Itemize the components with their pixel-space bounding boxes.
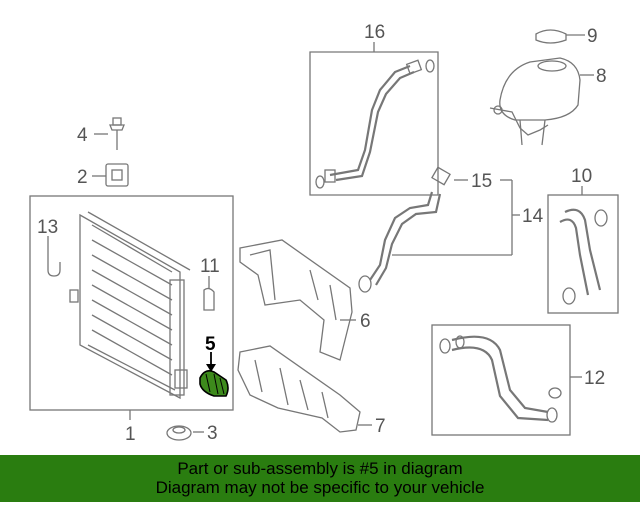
part-1-radiator-group[interactable]: [29, 195, 234, 420]
callout-12: 12: [584, 368, 605, 389]
callout-2: 2: [77, 167, 88, 188]
part-9-cap[interactable]: [535, 29, 585, 44]
callout-11: 11: [200, 256, 220, 277]
part-8-reservoir[interactable]: [489, 57, 594, 146]
callout-6: 6: [360, 311, 371, 332]
callout-8: 8: [596, 66, 607, 87]
callout-3: 3: [207, 423, 218, 444]
part-4-bolt[interactable]: [94, 117, 125, 150]
part-14-hose[interactable]: [358, 191, 520, 293]
info-banner: Part or sub-assembly is #5 in diagram Di…: [0, 455, 640, 502]
callout-5: 5: [205, 334, 216, 355]
part-16-hose-group[interactable]: [309, 42, 439, 196]
part-6-shroud[interactable]: [239, 239, 356, 361]
callout-4: 4: [77, 125, 88, 146]
part-2-nut[interactable]: [92, 163, 129, 187]
callout-1: 1: [125, 424, 136, 445]
part-11-clip[interactable]: [203, 276, 215, 311]
callout-15: 15: [471, 171, 492, 192]
banner-line-disclaimer: Diagram may not be specific to your vehi…: [155, 478, 485, 497]
part-3-grommet[interactable]: [166, 425, 204, 441]
parts-diagram: 16 9 8 4 2 15 10 14 13 11 6 5 12 7 1 3: [29, 22, 619, 445]
callout-13: 13: [37, 217, 58, 238]
banner-line-part-number: Part or sub-assembly is #5 in diagram: [177, 459, 463, 478]
callout-9: 9: [587, 26, 598, 47]
part-10-hose-group[interactable]: [547, 186, 619, 314]
part-5-hose-coupling[interactable]: [199, 352, 229, 397]
part-15-sensor[interactable]: [431, 166, 513, 255]
callout-7: 7: [375, 416, 386, 437]
callout-16: 16: [364, 22, 385, 43]
callout-14: 14: [522, 206, 544, 227]
part-7-deflector[interactable]: [237, 345, 372, 433]
part-12-hose-group[interactable]: [431, 324, 582, 436]
callout-10: 10: [571, 166, 592, 187]
part-13-clip[interactable]: [47, 236, 61, 277]
